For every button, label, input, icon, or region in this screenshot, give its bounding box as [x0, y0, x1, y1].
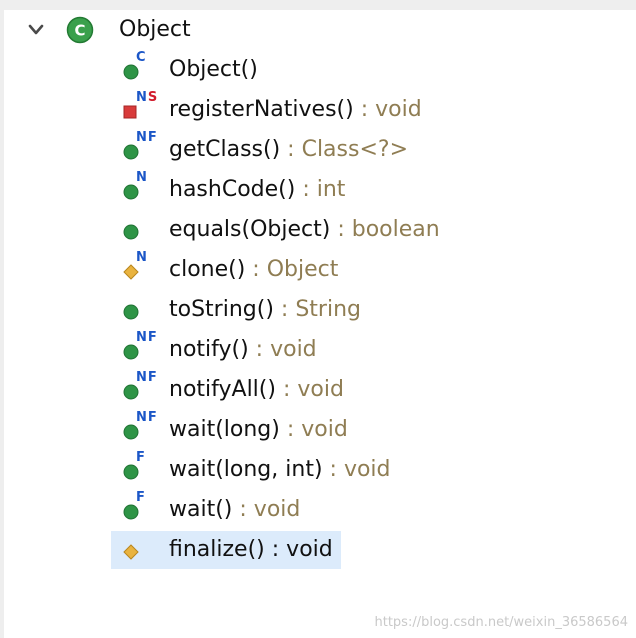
public-method-icon [123, 304, 139, 320]
modifier-overlay: NS [136, 90, 159, 105]
member-return-type: String [295, 297, 361, 322]
return-separator: : [280, 137, 302, 162]
selection-highlight [111, 531, 341, 569]
member-return-type: void [301, 417, 348, 442]
member-label: equals(Object) : boolean [169, 214, 440, 246]
member-signature: clone() [169, 257, 246, 282]
view-left-border [0, 0, 4, 638]
return-separator: : [232, 497, 254, 522]
member-signature: wait() [169, 497, 233, 522]
return-separator: : [248, 337, 271, 362]
modifier-overlay: NF [136, 370, 158, 385]
member-signature: equals(Object) [169, 217, 331, 242]
tree-item-member[interactable]: NF getClass() : Class<?> [0, 130, 636, 170]
member-label: finalize() : void [169, 534, 333, 566]
class-icon: C [66, 16, 94, 44]
public-method-icon [123, 344, 139, 360]
member-signature: wait(long) [169, 417, 280, 442]
return-separator: : [279, 417, 302, 442]
member-return-type: void [286, 537, 333, 562]
public-method-icon [123, 424, 139, 440]
return-separator: : [264, 537, 287, 562]
tree-item-member[interactable]: NF notify() : void [0, 330, 636, 370]
member-return-type: void [297, 377, 344, 402]
member-signature: getClass() [169, 137, 281, 162]
member-signature: finalize() [169, 537, 265, 562]
return-separator: : [245, 257, 267, 282]
modifier-overlay: NF [136, 330, 158, 345]
return-separator: : [273, 297, 296, 322]
member-return-type: void [343, 457, 391, 482]
member-signature: toString() [169, 297, 274, 322]
tree-item-member[interactable]: NF wait(long) : void [0, 410, 636, 450]
public-method-icon [123, 384, 139, 400]
tree-item-member[interactable]: toString() : String [0, 290, 636, 330]
member-return-type: Object [266, 257, 339, 282]
member-label: wait() : void [169, 494, 300, 526]
modifier-overlay: NF [136, 410, 158, 425]
protected-method-icon [123, 264, 139, 280]
member-label: notify() : void [169, 334, 317, 366]
member-signature: wait(long, int) [169, 457, 323, 482]
member-return-type: int [316, 177, 346, 202]
member-return-type: boolean [351, 217, 440, 242]
member-label: notifyAll() : void [169, 374, 344, 406]
member-label: Object() [169, 54, 258, 86]
chevron-down-icon[interactable] [24, 20, 48, 40]
class-name-label: Object [119, 17, 191, 42]
modifier-overlay: N [136, 250, 148, 265]
modifier-overlay: NF [136, 130, 158, 145]
member-label: wait(long, int) : void [169, 454, 391, 486]
member-label: clone() : Object [169, 254, 338, 286]
tree-item-member[interactable]: NS registerNatives() : void [0, 90, 636, 130]
member-label: getClass() : Class<?> [169, 134, 408, 166]
watermark: https://blog.csdn.net/weixin_36586564 [374, 615, 628, 630]
tree-root-object[interactable]: C Object [0, 10, 636, 50]
modifier-overlay: F [136, 490, 146, 505]
member-signature: registerNatives() [169, 97, 354, 122]
return-separator: : [330, 217, 352, 242]
view-top-border [0, 0, 636, 10]
member-label: registerNatives() : void [169, 94, 422, 126]
modifier-overlay: F [136, 450, 146, 465]
modifier-overlay: N [136, 170, 148, 185]
public-method-icon [123, 224, 139, 240]
public-method-icon [123, 184, 139, 200]
private-method-icon [123, 105, 137, 119]
member-label: toString() : String [169, 294, 361, 326]
member-return-type: Class<?> [301, 137, 409, 162]
public-method-icon [123, 504, 139, 520]
public-method-icon [123, 464, 139, 480]
protected-method-icon [123, 544, 139, 560]
member-signature: hashCode() [169, 177, 296, 202]
member-return-type: void [253, 497, 301, 522]
tree-item-member[interactable]: equals(Object) : boolean [0, 210, 636, 250]
return-separator: : [275, 377, 298, 402]
modifier-overlay: C [136, 50, 147, 65]
member-signature: Object() [169, 57, 258, 82]
tree-item-member[interactable]: finalize() : void [0, 530, 636, 570]
tree-item-member[interactable]: C Object() [0, 50, 636, 90]
member-label: wait(long) : void [169, 414, 348, 446]
member-signature: notify() [169, 337, 249, 362]
member-return-type: void [270, 337, 317, 362]
member-signature: notifyAll() [169, 377, 276, 402]
return-separator: : [322, 457, 344, 482]
member-return-type: void [375, 97, 422, 122]
svg-text:C: C [74, 22, 85, 40]
public-method-icon [123, 144, 139, 160]
return-separator: : [295, 177, 317, 202]
public-constructor-icon [123, 64, 139, 80]
member-label: hashCode() : int [169, 174, 345, 206]
tree-item-member[interactable]: NF notifyAll() : void [0, 370, 636, 410]
return-separator: : [353, 97, 376, 122]
